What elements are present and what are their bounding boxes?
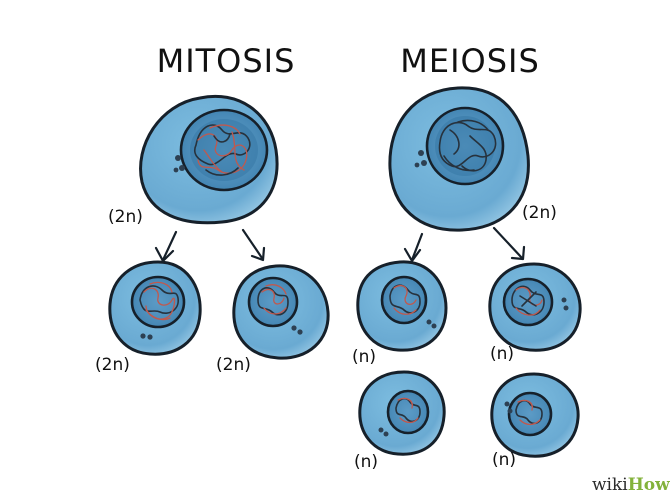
meiosis-arrow-left: [403, 232, 424, 263]
watermark-how: How: [628, 475, 670, 495]
meiosis-parent-cell: [388, 86, 530, 232]
wikihow-watermark: wikiHow: [592, 475, 670, 495]
meiosis-cell-bottom-left: [358, 370, 446, 456]
meiosis-cell-top-right: [488, 262, 582, 352]
mitosis-parent-nucleus: [179, 108, 269, 192]
mitosis-child-left-nucleus: [130, 275, 186, 329]
svg-text:wikiHow: wikiHow: [592, 475, 670, 495]
mitosis-child-cell-left: [108, 260, 202, 356]
mitosis-arrow-right: [241, 228, 266, 262]
mitosis-parent-cell: [139, 95, 279, 225]
meiosis-parent-nucleus: [425, 106, 505, 186]
meiosis-arrow-right: [492, 226, 526, 261]
meiosis-cell-top-left: [356, 260, 448, 352]
meiosis-cell-bottom-right: [490, 372, 580, 458]
mitosis-child-right-ploidy: (2n): [216, 355, 251, 375]
meiosis-top-right-ploidy: (n): [490, 344, 514, 364]
mitosis-child-cell-right: [232, 264, 330, 360]
mitosis-arrow-left: [154, 230, 178, 263]
meiosis-bottom-right-nucleus: [507, 391, 553, 437]
meiosis-bottom-left-ploidy: (n): [354, 452, 378, 472]
meiosis-top-right-nucleus: [502, 277, 554, 327]
meiosis-bottom-left-nucleus: [386, 389, 430, 435]
granules: [173, 155, 185, 173]
meiosis-top-left-ploidy: (n): [352, 347, 376, 367]
meiosis-title: MEIOSIS: [400, 42, 540, 80]
meiosis-top-left-nucleus: [380, 275, 428, 325]
mitosis-title: MITOSIS: [157, 42, 296, 80]
meiosis-parent-ploidy: (2n): [522, 203, 557, 223]
mitosis-child-left-ploidy: (2n): [95, 355, 130, 375]
meiosis-bottom-right-ploidy: (n): [492, 450, 516, 470]
mitosis-parent-ploidy: (2n): [108, 207, 143, 227]
watermark-wiki: wiki: [592, 475, 628, 495]
granules: [414, 150, 427, 168]
mitosis-child-right-nucleus: [247, 276, 299, 328]
